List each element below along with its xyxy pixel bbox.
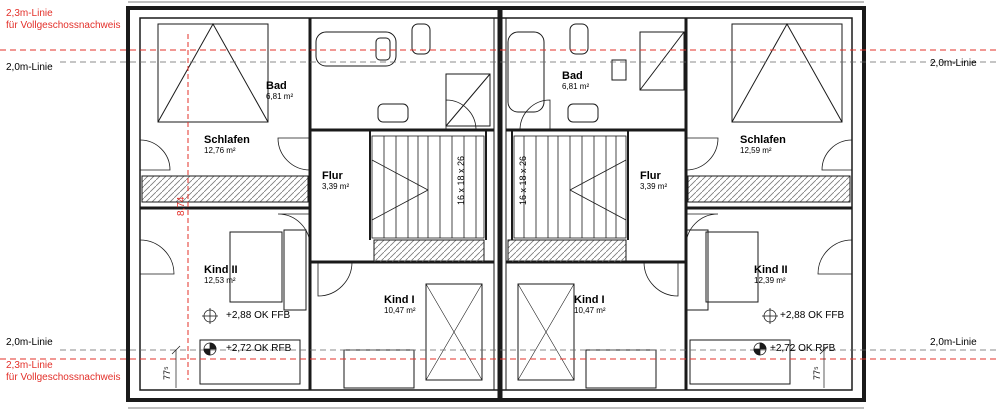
room-kind1-left: Kind I 10,47 m² xyxy=(384,294,416,315)
dimension-lines-bottom xyxy=(171,345,829,388)
room-name: Kind I xyxy=(384,294,415,306)
room-name: Flur xyxy=(640,170,661,182)
label-2-3m-bottom-line2: für Vollgeschossnachweis xyxy=(6,372,121,383)
level-ok-right: +2,88 OK FFB xyxy=(780,310,845,321)
level-rfb-left: +2,72 OK RFB xyxy=(226,343,292,354)
room-area: 3,39 m² xyxy=(322,182,350,191)
room-flur-right: Flur 3,39 m² xyxy=(640,170,667,191)
dimension-bottom-right: 77⁵ xyxy=(812,366,822,380)
label-2-0m-top-right: 2,0m-Linie xyxy=(930,58,977,69)
room-kind1-right: Kind I 10,47 m² xyxy=(574,294,606,315)
room-area: 6,81 m² xyxy=(266,92,294,101)
label-2-3m-top-line1: 2,3m-Linie xyxy=(6,8,53,19)
room-name: Flur xyxy=(322,170,343,182)
stair-right xyxy=(513,135,627,239)
room-area: 12,59 m² xyxy=(740,146,772,155)
interior-walls xyxy=(140,18,852,390)
room-area: 12,76 m² xyxy=(204,146,236,155)
level-rfb-right: +2,72 OK RFB xyxy=(770,343,836,354)
room-name: Schlafen xyxy=(740,134,786,146)
level-ok-left: +2,88 OK FFB xyxy=(226,310,291,321)
room-bad-left: Bad 6,81 m² xyxy=(266,80,293,101)
room-name: Kind II xyxy=(754,264,788,276)
stair-left xyxy=(371,135,485,239)
furniture xyxy=(199,229,791,389)
room-name: Schlafen xyxy=(204,134,250,146)
dimension-height-left: 8,74 xyxy=(176,196,187,216)
label-2-0m-bottom-right: 2,0m-Linie xyxy=(930,337,977,348)
room-kind2-left: Kind II 12,53 m² xyxy=(204,264,238,285)
room-area: 3,39 m² xyxy=(640,182,668,191)
room-flur-left: Flur 3,39 m² xyxy=(322,170,349,191)
room-name: Kind II xyxy=(204,264,238,276)
room-schlafen-left: Schlafen 12,76 m² xyxy=(204,134,250,155)
room-area: 10,47 m² xyxy=(574,306,606,315)
label-2-0m-top-left: 2,0m-Linie xyxy=(6,62,53,73)
door-swings xyxy=(139,99,853,297)
label-2-3m-bottom-line1: 2,3m-Linie xyxy=(6,360,53,371)
bathroom-fixtures xyxy=(315,23,685,127)
dimension-bottom-left: 77⁵ xyxy=(162,366,172,380)
room-area: 10,47 m² xyxy=(384,306,416,315)
level-markers xyxy=(202,308,778,356)
room-area: 6,81 m² xyxy=(562,82,590,91)
label-2-3m-top: 2,3m-Linie für Vollgeschossnachweis xyxy=(6,8,121,32)
stair-label-left: 16 x 18 x 26 xyxy=(456,155,466,205)
label-2-3m-bottom: 2,3m-Linie für Vollgeschossnachweis xyxy=(6,360,121,384)
hatched-strips xyxy=(141,175,851,263)
label-2-3m-top-line2: für Vollgeschossnachweis xyxy=(6,20,121,31)
room-area: 12,53 m² xyxy=(204,276,236,285)
room-bad-right: Bad 6,81 m² xyxy=(562,70,589,91)
room-schlafen-right: Schlafen 12,59 m² xyxy=(740,134,786,155)
room-kind2-right: Kind II 12,39 m² xyxy=(754,264,788,285)
stair-label-right: 16 x 18 x 26 xyxy=(518,155,528,205)
outer-walls xyxy=(126,6,866,402)
room-name: Bad xyxy=(266,80,287,92)
room-name: Bad xyxy=(562,70,583,82)
room-name: Kind I xyxy=(574,294,605,306)
label-2-0m-bottom-left: 2,0m-Linie xyxy=(6,337,53,348)
room-area: 12,39 m² xyxy=(754,276,786,285)
beds xyxy=(157,22,843,381)
